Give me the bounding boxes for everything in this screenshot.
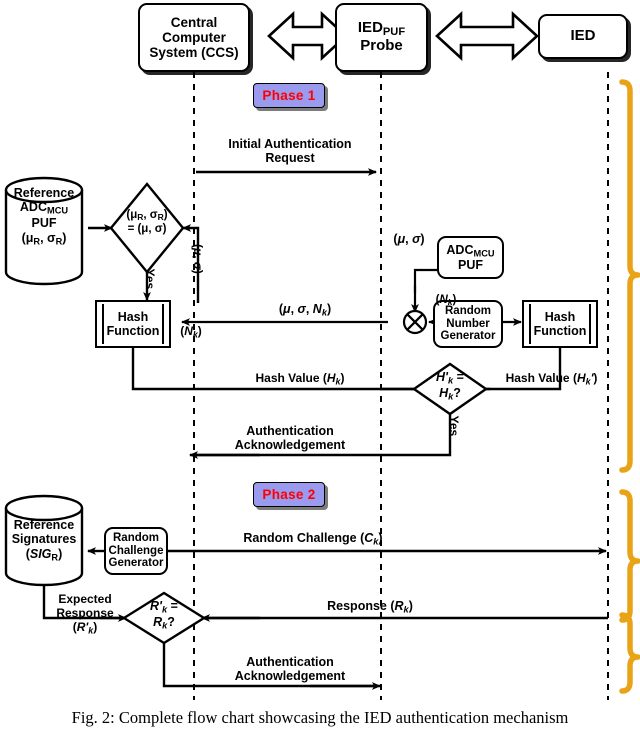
arrow-mu-sigma-to-compare (182, 224, 200, 303)
cylinder-reference-signatures (4, 494, 84, 587)
decision-compare-response (121, 591, 207, 645)
edge-label-nk-to-merge: (Nk) (435, 294, 457, 308)
actor-label-ied: IED (570, 27, 596, 45)
message-label-hash-value-hk-prime: Hash Value (Hk') (505, 371, 598, 387)
edge-label-nk-to-hash-left: (Nk) (180, 324, 202, 340)
edge-label-yes-right: Yes (446, 409, 461, 443)
line-adcpuf-to-merge (413, 268, 437, 293)
predefined-bar-left-1 (102, 304, 104, 344)
decision-compare-hash (411, 362, 489, 416)
bracket-phase2-challenge (619, 489, 640, 623)
bracket-phase1 (619, 79, 640, 473)
decision-label-compare-mu-sigma: (μR, σR)= (μ, σ) (126, 209, 168, 235)
cylinder-reference-adc-puf (4, 176, 84, 286)
actor-box-ied[interactable]: IED (538, 14, 628, 59)
message-label-mu-sigma-nk: (μ, σ, Nk) (278, 302, 332, 318)
phase-badge-1[interactable]: Phase 1 (253, 83, 325, 108)
line-hash-value-hk-prime (474, 348, 562, 391)
block-arrow-probe-ied (435, 11, 539, 61)
phase-badge-2[interactable]: Phase 2 (253, 482, 325, 507)
edge-label-yes-right-text: Yes (446, 415, 461, 437)
figure-caption: Fig. 2: Complete flow chart showcasing t… (71, 708, 569, 727)
line-auth-ack-phase1 (192, 414, 452, 457)
line-expected-response (42, 573, 122, 620)
bracket-phase2-response (619, 612, 640, 694)
merge-xor-symbol (402, 309, 428, 335)
message-label-random-challenge-ck: Random Challenge (Ck) (243, 531, 383, 547)
predefined-bar-right-1 (162, 304, 164, 344)
edge-label-yes-left-text: Yes (142, 268, 157, 290)
message-label-hash-value-hk: Hash Value (Hk) (255, 371, 345, 387)
predefined-bar-right-2 (589, 304, 591, 344)
edge-label-mu-sigma-return: (μ, σ) (190, 243, 205, 274)
predefined-bar-left-2 (529, 304, 531, 344)
phase-badge-1-label: Phase 1 (262, 88, 316, 103)
decision-label-compare-response: R'k =Rk? (150, 599, 178, 631)
edge-label-yes-left: Yes (142, 262, 157, 296)
line-hash-value-hk (131, 348, 425, 391)
lifelines (193, 72, 609, 700)
line-auth-ack-phase2 (162, 643, 378, 688)
edge-label-mu-sigma-from-puf: (μ, σ) (393, 232, 425, 246)
phase-badge-2-label: Phase 2 (262, 487, 316, 502)
decision-compare-mu-sigma (109, 182, 185, 274)
decision-label-compare-hash: H'k =Hk? (436, 370, 464, 402)
message-label-response-rk: Response (Rk) (327, 599, 413, 615)
